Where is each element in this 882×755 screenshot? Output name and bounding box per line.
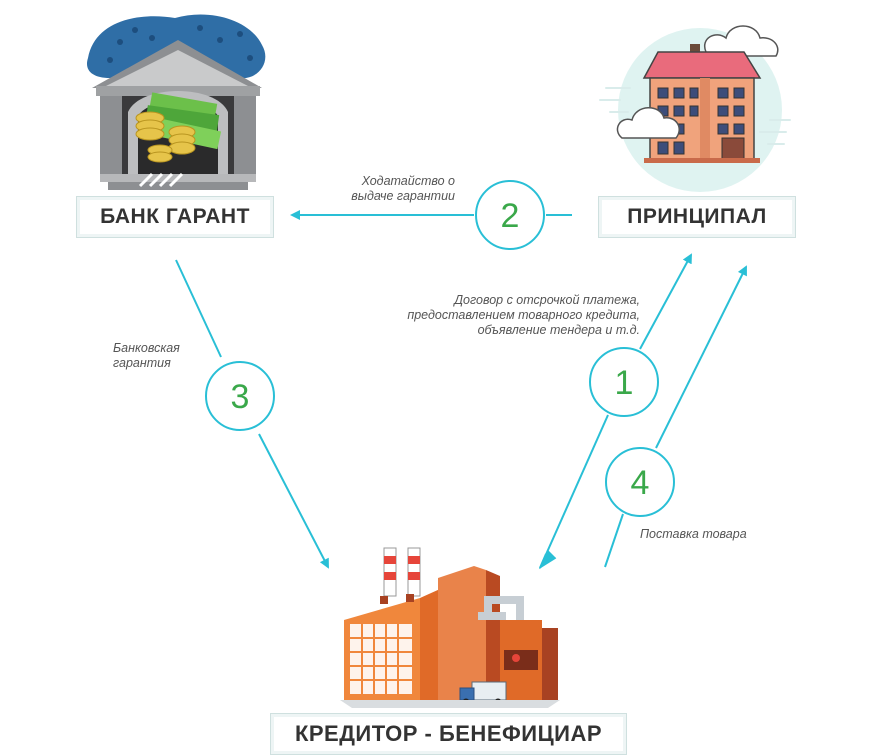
step-number-4: 4 <box>631 464 650 502</box>
step-number-1: 1 <box>615 364 634 402</box>
step-circle-2 <box>475 180 545 250</box>
bank-building-icon <box>86 14 266 190</box>
step-3-label: Банковская гарантия <box>113 341 180 370</box>
step-number-3: 3 <box>231 378 250 416</box>
step-circle-1 <box>589 347 659 417</box>
house-icon <box>599 25 791 192</box>
arrow-step-3 <box>175 259 329 569</box>
step-4-label: Поставка товара <box>640 527 747 541</box>
step-number-2: 2 <box>501 197 520 235</box>
principal-node: ПРИНЦИПАЛ <box>598 196 796 238</box>
step-1-label: Договор с отсрочкой платежа, предоставле… <box>407 293 640 337</box>
factory-icon <box>340 547 560 708</box>
step-2-label: Ходатайство о выдаче гарантии <box>351 174 455 203</box>
arrow-step-1-head <box>538 549 557 570</box>
step-circle-4 <box>605 447 675 517</box>
bank-guarantor-node: БАНК ГАРАНТ <box>76 196 274 238</box>
step-circle-3 <box>205 361 275 431</box>
creditor-beneficiary-node: КРЕДИТОР - БЕНЕФИЦИАР <box>270 713 627 755</box>
arrow-step-4 <box>604 265 747 568</box>
